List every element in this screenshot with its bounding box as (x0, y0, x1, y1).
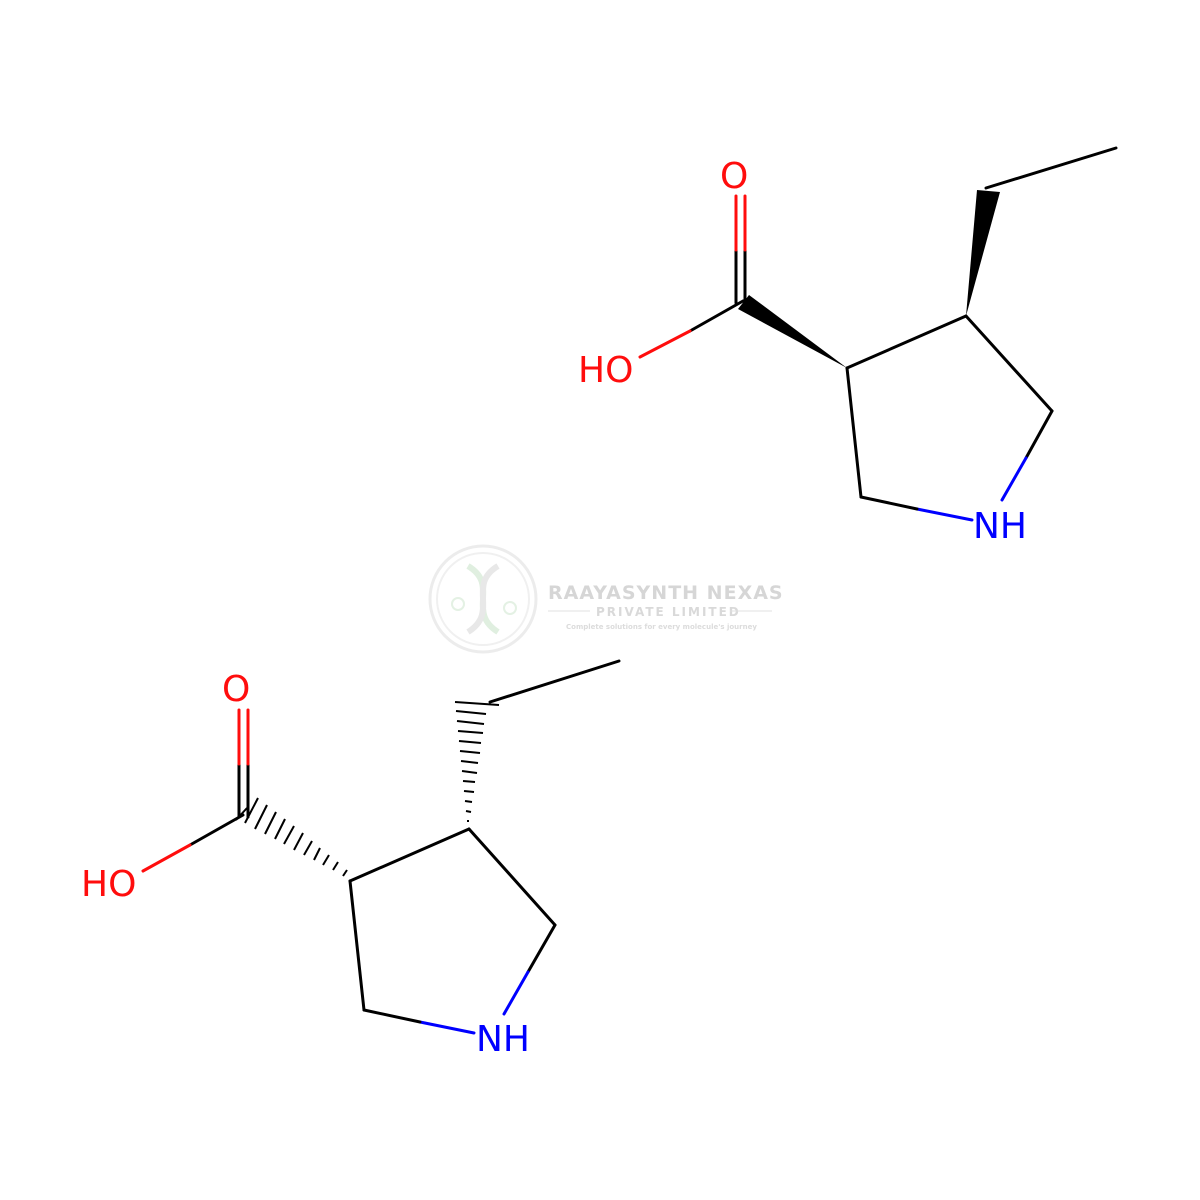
bond-n-c2 (859, 495, 919, 511)
bond-c-oh (688, 299, 745, 333)
bond-n-c2-colored (915, 507, 974, 522)
wedge-bond-ethyl (966, 190, 1000, 316)
watermark-logo-icon (428, 544, 538, 654)
atom-amine: NH (476, 1019, 530, 1060)
molecule-top: O HO NH (578, 146, 1118, 547)
bond-c2-c3 (845, 366, 863, 499)
bond-c-oh (188, 813, 245, 847)
molecule-bottom: O HO NH (81, 659, 621, 1060)
watermark: RAAYASYNTH NEXAS PRIVATE LIMITED Complet… (428, 544, 784, 654)
bond-ethyl-ch2-ch3 (488, 659, 621, 704)
atom-hydroxyl: HO (81, 864, 136, 905)
watermark-company: RAAYASYNTH NEXAS (548, 582, 784, 604)
bond-n-c2-colored (418, 1020, 476, 1035)
watermark-tagline: Complete solutions for every molecule's … (566, 623, 757, 631)
wedge-bond-carboxyl (738, 295, 847, 368)
bond-c5-n-colored (502, 970, 530, 1016)
bond-c5-n (526, 923, 557, 974)
hash-bond-carboxyl (235, 797, 348, 877)
bond-c4-c5 (467, 827, 557, 927)
atom-carbonyl-oxygen: O (720, 156, 748, 197)
bond-c-oh-colored (638, 329, 692, 359)
atom-hydroxyl: HO (578, 350, 633, 391)
hash-bond-ethyl (454, 701, 500, 822)
bond-ethyl-ch2-ch3 (984, 146, 1118, 190)
bond-c5-n (1024, 409, 1054, 460)
atom-amine: NH (973, 506, 1027, 547)
bond-c-oh-colored (141, 843, 192, 873)
bond-c5-n-colored (1000, 456, 1028, 502)
watermark-subtitle: PRIVATE LIMITED (596, 605, 741, 619)
bond-n-c2 (362, 1008, 422, 1024)
bond-c2-c3 (348, 879, 366, 1012)
atom-carbonyl-oxygen: O (222, 669, 250, 710)
bond-c3-c4 (845, 314, 968, 370)
bond-c4-c5 (964, 314, 1054, 413)
bond-c3-c4 (348, 827, 471, 883)
